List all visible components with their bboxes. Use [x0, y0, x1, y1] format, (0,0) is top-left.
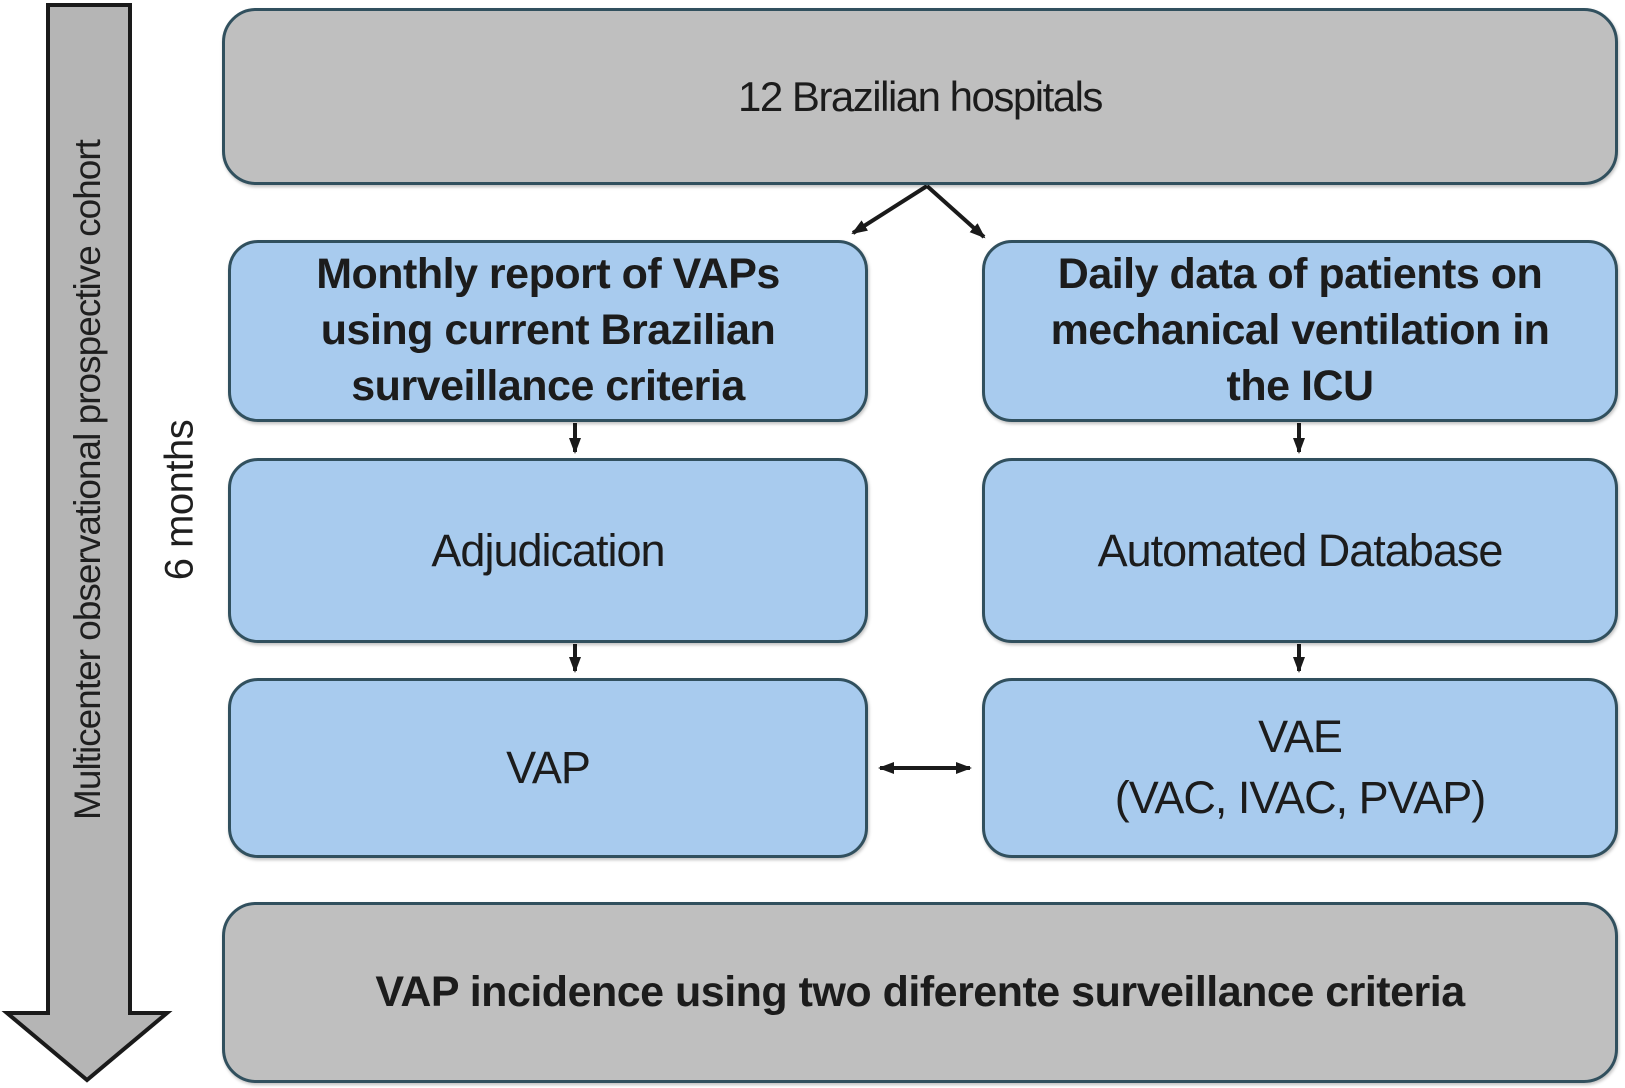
box-automated-database: Automated Database: [982, 458, 1618, 643]
split-arrow-right: [925, 184, 986, 239]
box-vae-label-line2: (VAC, IVAC, PVAP): [1114, 772, 1487, 823]
box-hospitals-label: 12 Brazilian hospitals: [738, 72, 1103, 120]
box-monthly-report: Monthly report of VAPs using current Bra…: [228, 240, 868, 422]
box-vae-label-line1: VAE: [1258, 711, 1343, 763]
box-hospitals: 12 Brazilian hospitals: [222, 8, 1618, 185]
box-monthly-report-label: Monthly report of VAPs using current Bra…: [316, 250, 780, 410]
duration-label: 6 months: [157, 419, 202, 581]
box-daily-data: Daily data of patients on mechanical ven…: [982, 240, 1618, 422]
box-daily-data-label: Daily data of patients on mechanical ven…: [1050, 250, 1550, 410]
box-adjudication: Adjudication: [228, 458, 868, 643]
box-vae: VAE (VAC, IVAC, PVAP): [982, 678, 1618, 858]
box-vap-label: VAP: [506, 742, 591, 793]
split-arrow-left: [851, 184, 929, 235]
box-outcome-label: VAP incidence using two diferente survei…: [375, 968, 1465, 1016]
timeline-arrow-label: Multicenter observational prospective co…: [67, 140, 108, 820]
box-automated-database-label: Automated Database: [1097, 524, 1504, 576]
box-adjudication-label: Adjudication: [431, 524, 665, 576]
box-outcome: VAP incidence using two diferente survei…: [222, 902, 1618, 1083]
box-vap: VAP: [228, 678, 868, 858]
